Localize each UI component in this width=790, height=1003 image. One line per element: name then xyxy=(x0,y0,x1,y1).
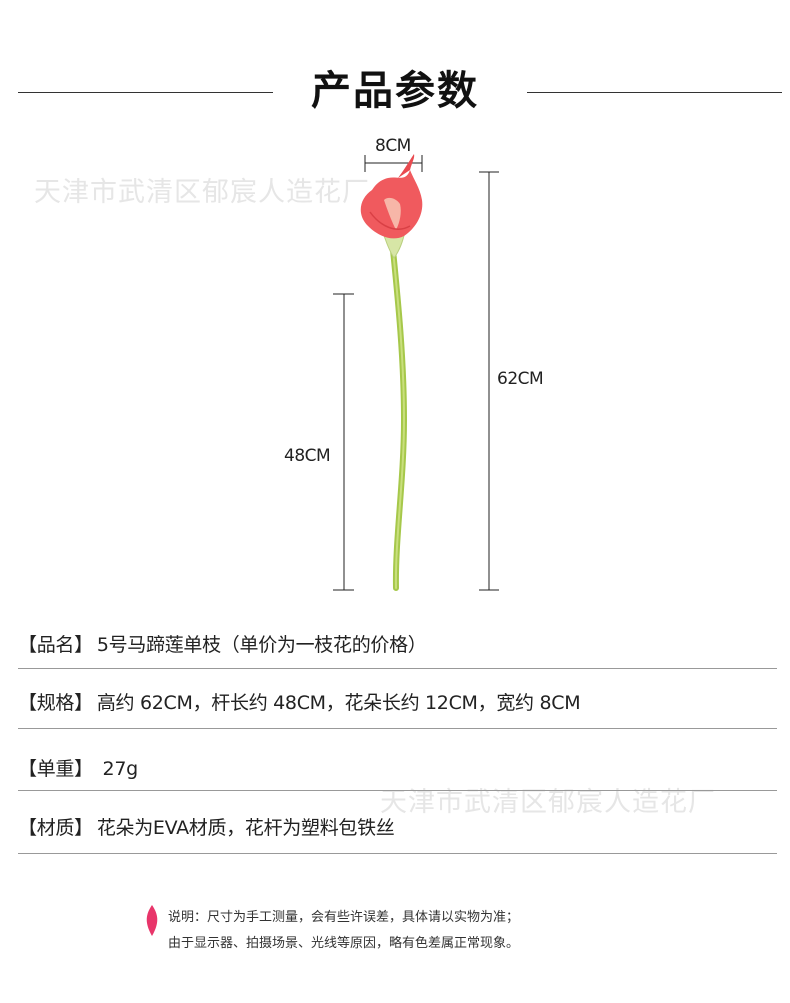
total-height-label: 62CM xyxy=(497,369,544,389)
spec-value: 27g xyxy=(96,758,139,780)
width-dimension-line xyxy=(364,155,423,172)
spec-label: 【材质】 xyxy=(18,817,93,839)
divider xyxy=(18,668,777,669)
stem-height-dimension-line xyxy=(333,293,354,591)
spec-row-material: 【材质】花朵为EVA材质，花杆为塑料包铁丝 xyxy=(18,813,395,840)
title-right-rule xyxy=(527,92,782,93)
divider xyxy=(18,790,777,791)
stem-height-label: 48CM xyxy=(284,446,331,466)
spec-label: 【规格】 xyxy=(18,692,93,714)
spec-value: 5号马蹄莲单枝（单价为一枝花的价格） xyxy=(96,634,427,656)
flower-width-label: 8CM xyxy=(375,136,411,156)
total-height-dimension-line xyxy=(479,171,499,591)
page-title: 产品参数 xyxy=(311,68,479,114)
divider xyxy=(18,728,777,729)
note-line-2: 由于显示器、拍摄场景、光线等原因，略有色差属正常现象。 xyxy=(168,936,520,951)
watermark-bottom: 天津市武清区郁宸人造花厂 xyxy=(380,787,716,818)
spec-label: 【单重】 xyxy=(18,758,93,780)
spec-row-size: 【规格】高约 62CM，杆长约 48CM，花朵长约 12CM，宽约 8CM xyxy=(18,688,581,715)
spec-value: 花朵为EVA材质，花杆为塑料包铁丝 xyxy=(96,817,395,839)
spec-value: 高约 62CM，杆长约 48CM，花朵长约 12CM，宽约 8CM xyxy=(96,692,581,714)
note-line-1: 说明：尺寸为手工测量，会有些许误差，具体请以实物为准； xyxy=(168,910,520,925)
divider xyxy=(18,853,777,854)
title-left-rule xyxy=(18,92,273,93)
spec-label: 【品名】 xyxy=(18,634,93,656)
watermark-top: 天津市武清区郁宸人造花厂 xyxy=(34,177,370,208)
spec-row-name: 【品名】5号马蹄莲单枝（单价为一枝花的价格） xyxy=(18,630,427,657)
spec-row-weight: 【单重】 27g xyxy=(18,754,138,781)
